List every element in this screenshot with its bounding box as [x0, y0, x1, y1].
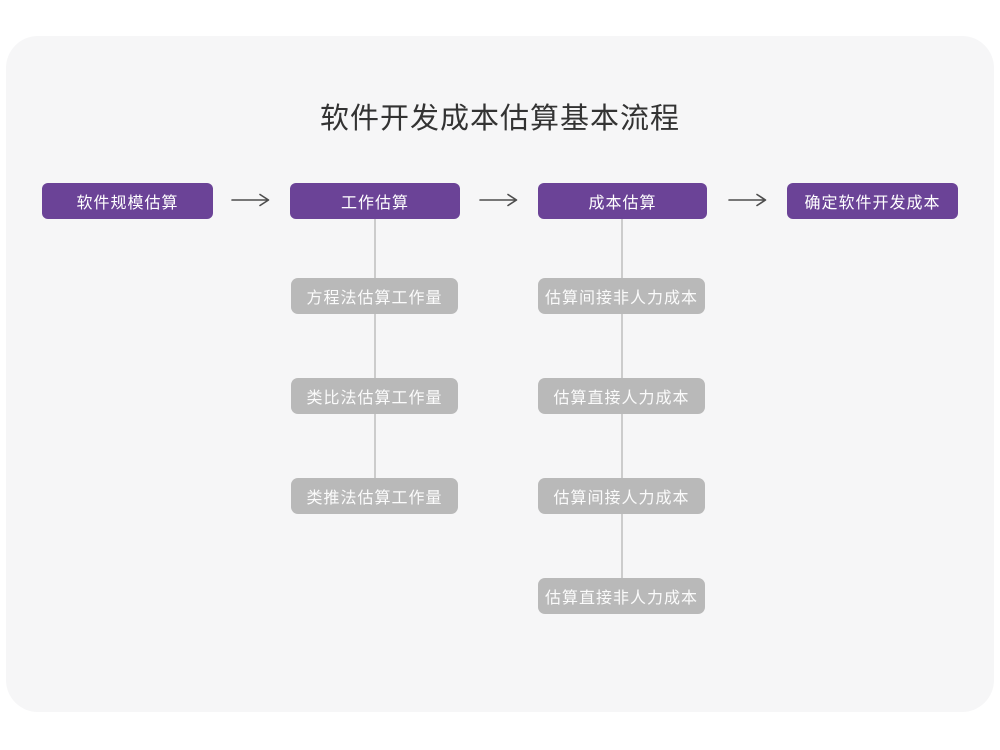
- substep-equation-method-effort: 方程法估算工作量: [291, 278, 458, 314]
- connector-line-work: [374, 219, 376, 496]
- substep-indirect-labor-cost: 估算间接人力成本: [538, 478, 705, 514]
- step-determine-development-cost: 确定软件开发成本: [787, 183, 958, 219]
- arrow-right-icon: [478, 192, 520, 208]
- substep-direct-non-labor-cost: 估算直接非人力成本: [538, 578, 705, 614]
- substep-analogy-method-effort: 类比法估算工作量: [291, 378, 458, 414]
- step-effort-estimation: 工作估算: [290, 183, 460, 219]
- substep-indirect-non-labor-cost: 估算间接非人力成本: [538, 278, 705, 314]
- arrow-right-icon: [727, 192, 769, 208]
- substep-direct-labor-cost: 估算直接人力成本: [538, 378, 705, 414]
- step-cost-estimation: 成本估算: [538, 183, 707, 219]
- substep-extrapolation-method-effort: 类推法估算工作量: [291, 478, 458, 514]
- diagram-title: 软件开发成本估算基本流程: [319, 103, 680, 135]
- arrow-right-icon: [230, 192, 272, 208]
- diagram-card: [6, 36, 994, 712]
- step-software-size-estimation: 软件规模估算: [42, 183, 213, 219]
